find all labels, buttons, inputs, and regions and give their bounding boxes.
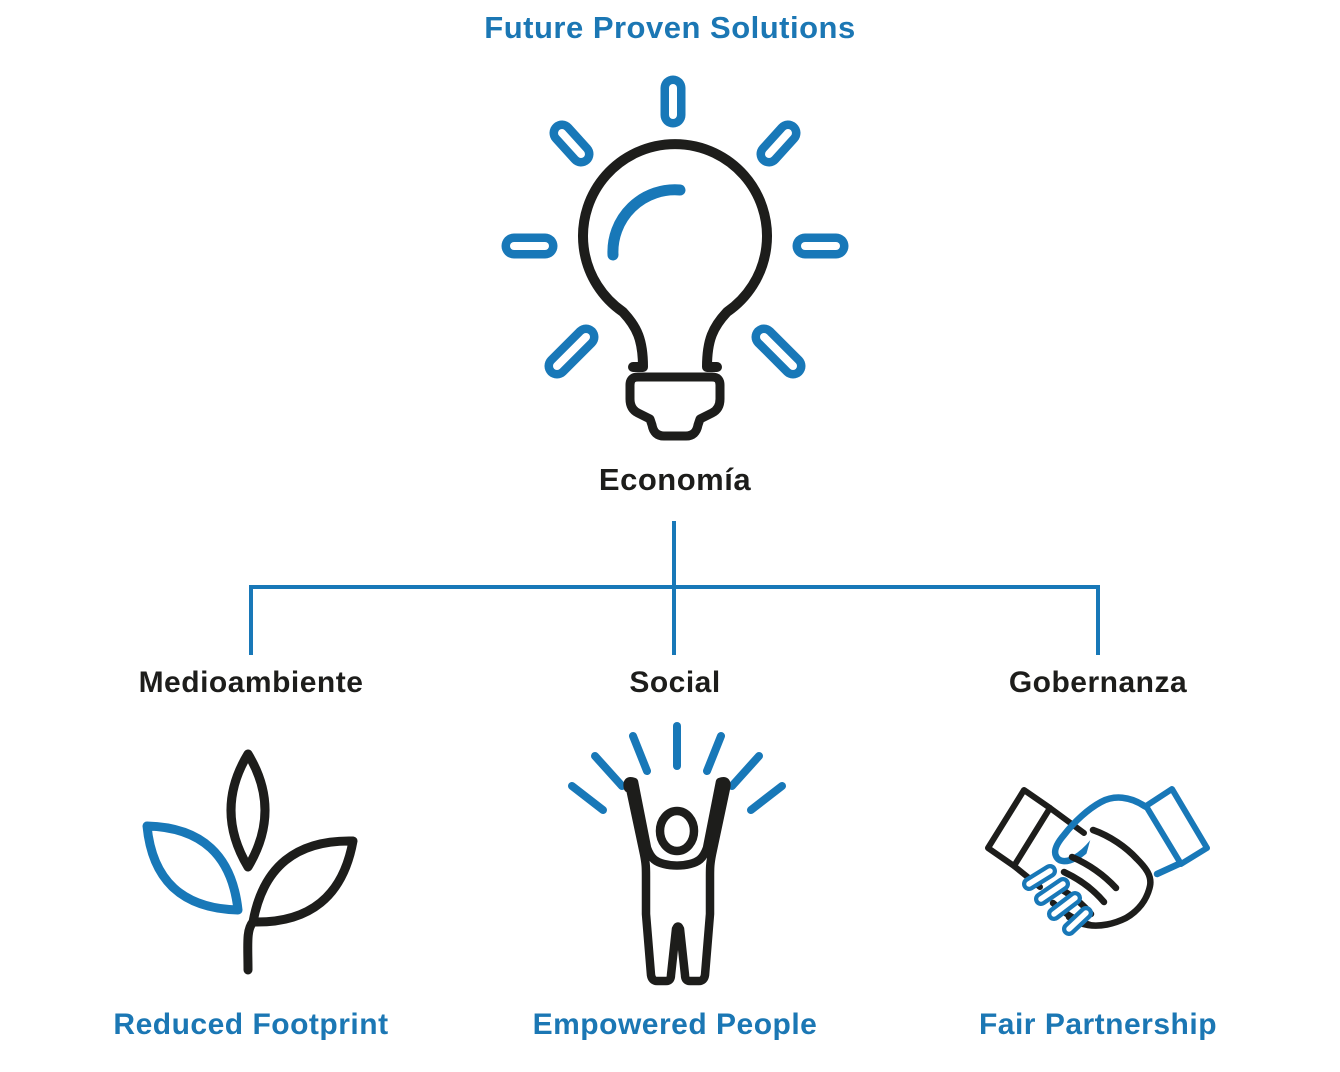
connector-right-drop	[1096, 585, 1100, 655]
connector-left-drop	[249, 585, 253, 655]
connector-horizontal	[249, 585, 1100, 589]
seedling-leaves-icon	[142, 749, 358, 975]
handshake-icon	[985, 786, 1210, 936]
branch-label-gobernanza: Gobernanza	[1008, 666, 1188, 699]
empowered-person-icon	[568, 722, 786, 986]
lightbulb-idea-icon	[501, 75, 849, 441]
branch-value-fair-partnership: Fair Partnership	[978, 1008, 1218, 1041]
branch-label-social: Social	[629, 666, 721, 699]
page-title: Future Proven Solutions	[484, 10, 856, 45]
branch-value-reduced-footprint: Reduced Footprint	[113, 1008, 389, 1041]
branch-label-medioambiente: Medioambiente	[138, 666, 364, 699]
branch-value-empowered-people: Empowered People	[532, 1008, 818, 1041]
root-node-label: Economía	[598, 462, 752, 497]
